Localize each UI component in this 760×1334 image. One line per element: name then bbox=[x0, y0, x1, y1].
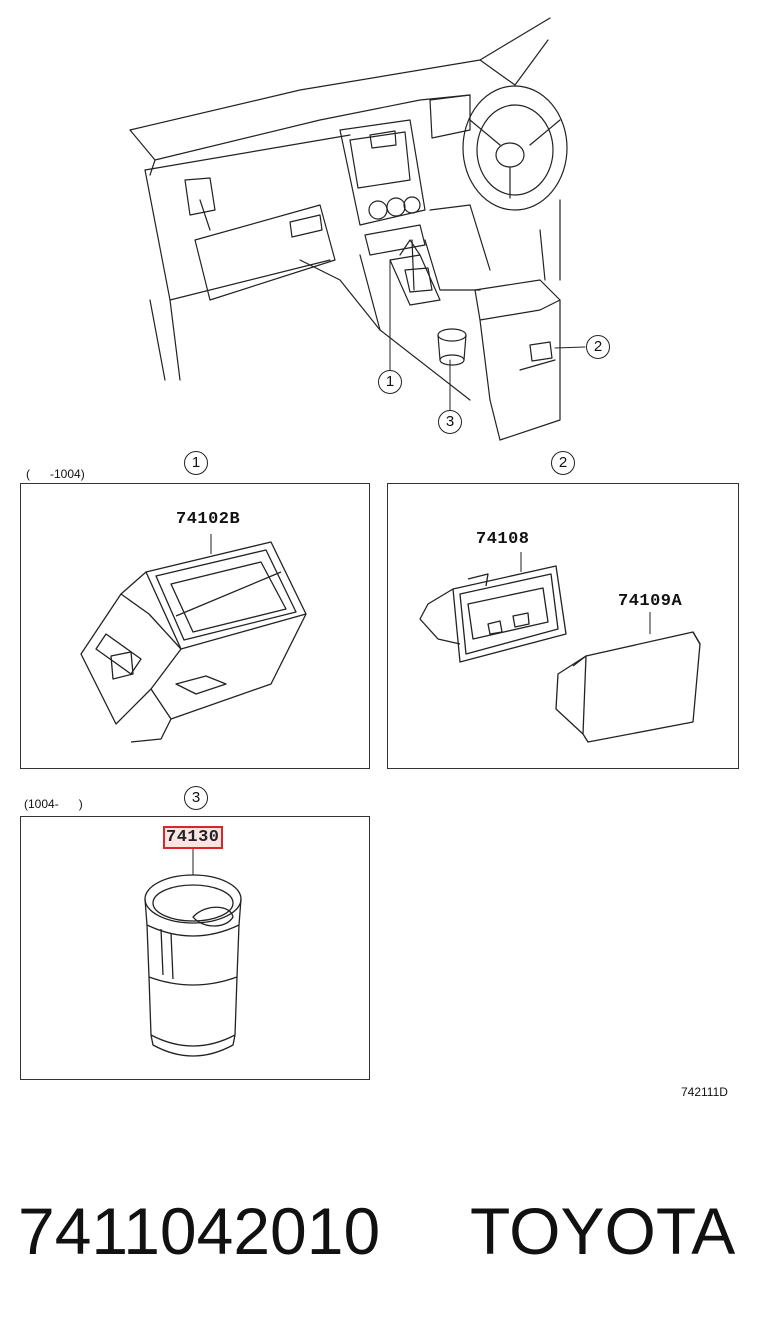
part-label-74130[interactable]: 74130 bbox=[163, 826, 223, 849]
dashboard-overview-illustration: 1 2 3 bbox=[0, 0, 760, 450]
overview-callout-2: 2 bbox=[586, 335, 610, 359]
group-1-panel: 74102B bbox=[20, 483, 370, 769]
footer-part-number: 7411042010 bbox=[18, 1194, 381, 1268]
group-1-range: ( -1004) bbox=[26, 467, 85, 481]
part-label-74108[interactable]: 74108 bbox=[476, 530, 530, 549]
part-label-74109A[interactable]: 74109A bbox=[618, 592, 683, 611]
illustration-code: 742111D bbox=[681, 1085, 728, 1099]
part-highlight-74130[interactable]: 74130 bbox=[163, 826, 223, 849]
footer-brand: TOYOTA bbox=[470, 1194, 736, 1268]
group-3-panel: 74130 bbox=[20, 816, 370, 1080]
part-label-74102B[interactable]: 74102B bbox=[176, 510, 241, 529]
group-2-panel: 74108 74109A bbox=[387, 483, 739, 769]
group-2-number: 2 bbox=[551, 451, 575, 475]
group-1-number: 1 bbox=[184, 451, 208, 475]
group-3-range: (1004- ) bbox=[24, 797, 83, 811]
group-3-number: 3 bbox=[184, 786, 208, 810]
overview-callout-1: 1 bbox=[378, 370, 402, 394]
overview-callout-3: 3 bbox=[438, 410, 462, 434]
